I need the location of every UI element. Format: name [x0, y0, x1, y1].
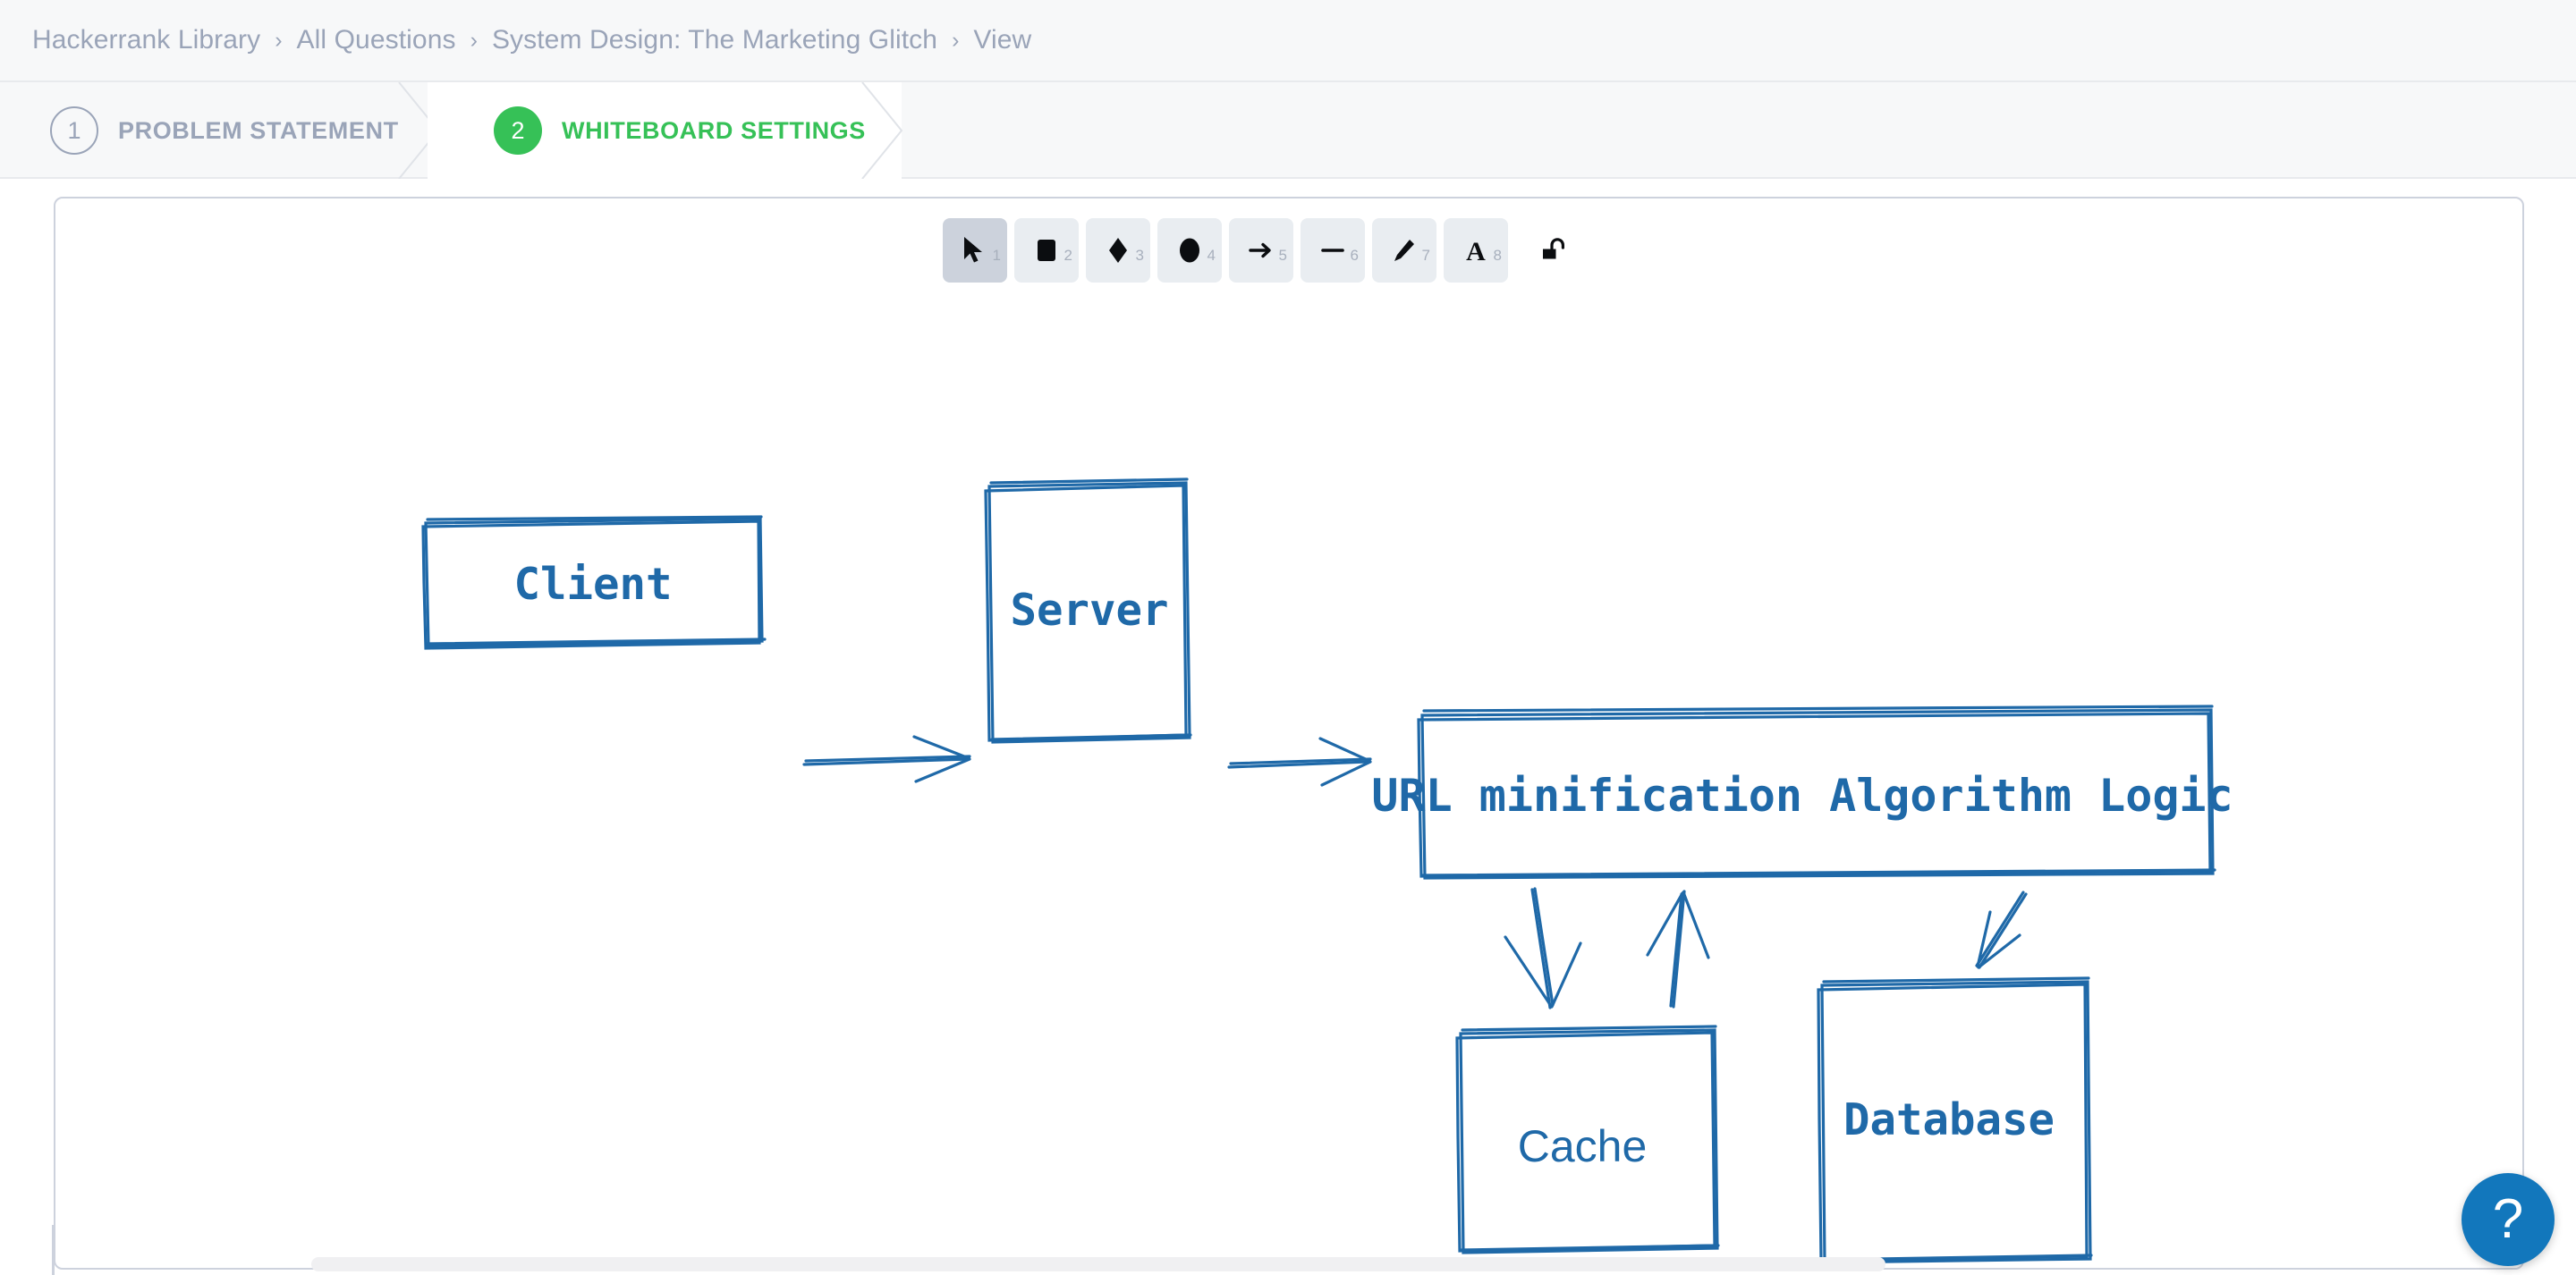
diagram-drawing: Client Server URL minification Algorithm… — [421, 477, 2233, 1264]
shape-cache-rect — [1455, 1025, 1720, 1254]
edge-logic-to-database — [1975, 891, 2028, 969]
help-question-mark-icon: ? — [2492, 1188, 2524, 1250]
shape-label-cache: Cache — [1518, 1121, 1648, 1171]
ellipse-tool-button[interactable]: 4 — [1157, 218, 1222, 283]
help-button[interactable]: ? — [2462, 1173, 2555, 1266]
shape-label-server: Server — [1010, 585, 1168, 636]
tab-problem-statement[interactable]: 1 PROBLEM STATEMENT — [0, 82, 447, 179]
draw-tool-button[interactable]: 7 — [1372, 218, 1436, 283]
tool-shortcut-number: 4 — [1207, 247, 1216, 264]
tool-shortcut-number: 2 — [1063, 247, 1072, 264]
step-tab-bar: 1 PROBLEM STATEMENT 2 WHITEBOARD SETTING… — [0, 82, 2576, 179]
text-tool-button[interactable]: A 8 — [1444, 218, 1508, 283]
breadcrumb-separator-icon: › — [952, 27, 960, 53]
canvas-left-rail — [52, 1225, 55, 1275]
arrow-right-icon — [1249, 242, 1271, 258]
tab-label-whiteboard-settings: WHITEBOARD SETTINGS — [562, 116, 866, 144]
breadcrumb-item-question-title[interactable]: System Design: The Marketing Glitch — [491, 25, 938, 55]
breadcrumb: Hackerrank Library › All Questions › Sys… — [0, 0, 2576, 82]
cursor-arrow-icon — [964, 237, 982, 263]
tool-shortcut-number: 7 — [1421, 247, 1430, 264]
tool-shortcut-number: 5 — [1278, 247, 1287, 264]
breadcrumb-item-hackerrank-library[interactable]: Hackerrank Library — [32, 25, 261, 55]
svg-text:A: A — [1466, 237, 1486, 264]
line-tool-button[interactable]: 6 — [1301, 218, 1365, 283]
rectangle-tool-button[interactable]: 2 — [1014, 218, 1079, 283]
breadcrumb-item-view[interactable]: View — [973, 25, 1032, 55]
pencil-icon — [1394, 240, 1414, 261]
step-number-badge: 2 — [494, 106, 542, 155]
rectangle-icon — [1038, 240, 1055, 261]
breadcrumb-item-all-questions[interactable]: All Questions — [296, 25, 456, 55]
unlock-icon — [1543, 238, 1564, 259]
edge-cache-to-logic — [1646, 890, 1710, 1009]
shape-label-database: Database — [1843, 1094, 2055, 1145]
tab-label-problem-statement: PROBLEM STATEMENT — [118, 116, 399, 144]
text-a-icon: A — [1466, 237, 1486, 264]
shape-client-rect — [421, 515, 767, 650]
tool-shortcut-number: 1 — [992, 247, 1001, 264]
line-icon — [1321, 249, 1344, 252]
whiteboard-canvas[interactable]: Client Server URL minification Algorithm… — [54, 197, 2524, 1270]
tool-shortcut-number: 3 — [1135, 247, 1144, 264]
step-number-badge: 1 — [50, 106, 98, 155]
shape-server-rect — [984, 477, 1192, 744]
shape-label-logic: URL minification Algorithm Logic — [1371, 770, 2233, 822]
shape-logic-rect — [1417, 705, 2216, 880]
edge-client-to-server — [802, 735, 971, 783]
selection-tool-button[interactable]: 1 — [943, 218, 1007, 283]
diamond-tool-button[interactable]: 3 — [1086, 218, 1150, 283]
breadcrumb-separator-icon: › — [470, 27, 478, 53]
arrow-tool-button[interactable]: 5 — [1229, 218, 1293, 283]
edge-logic-to-cache — [1504, 887, 1582, 1009]
diamond-icon — [1109, 238, 1127, 263]
tool-shortcut-number: 6 — [1350, 247, 1359, 264]
breadcrumb-separator-icon: › — [275, 27, 283, 53]
edge-server-to-logic — [1227, 737, 1372, 787]
tab-whiteboard-settings[interactable]: 2 WHITEBOARD SETTINGS — [428, 82, 902, 179]
tool-shortcut-number: 8 — [1493, 247, 1502, 264]
ellipse-icon — [1180, 238, 1199, 263]
horizontal-scrollbar[interactable] — [311, 1257, 1885, 1271]
whiteboard-toolbar: 1 2 3 4 5 6 7 — [943, 218, 1581, 283]
lock-toggle-button[interactable] — [1526, 218, 1581, 283]
shape-label-client: Client — [513, 559, 672, 610]
